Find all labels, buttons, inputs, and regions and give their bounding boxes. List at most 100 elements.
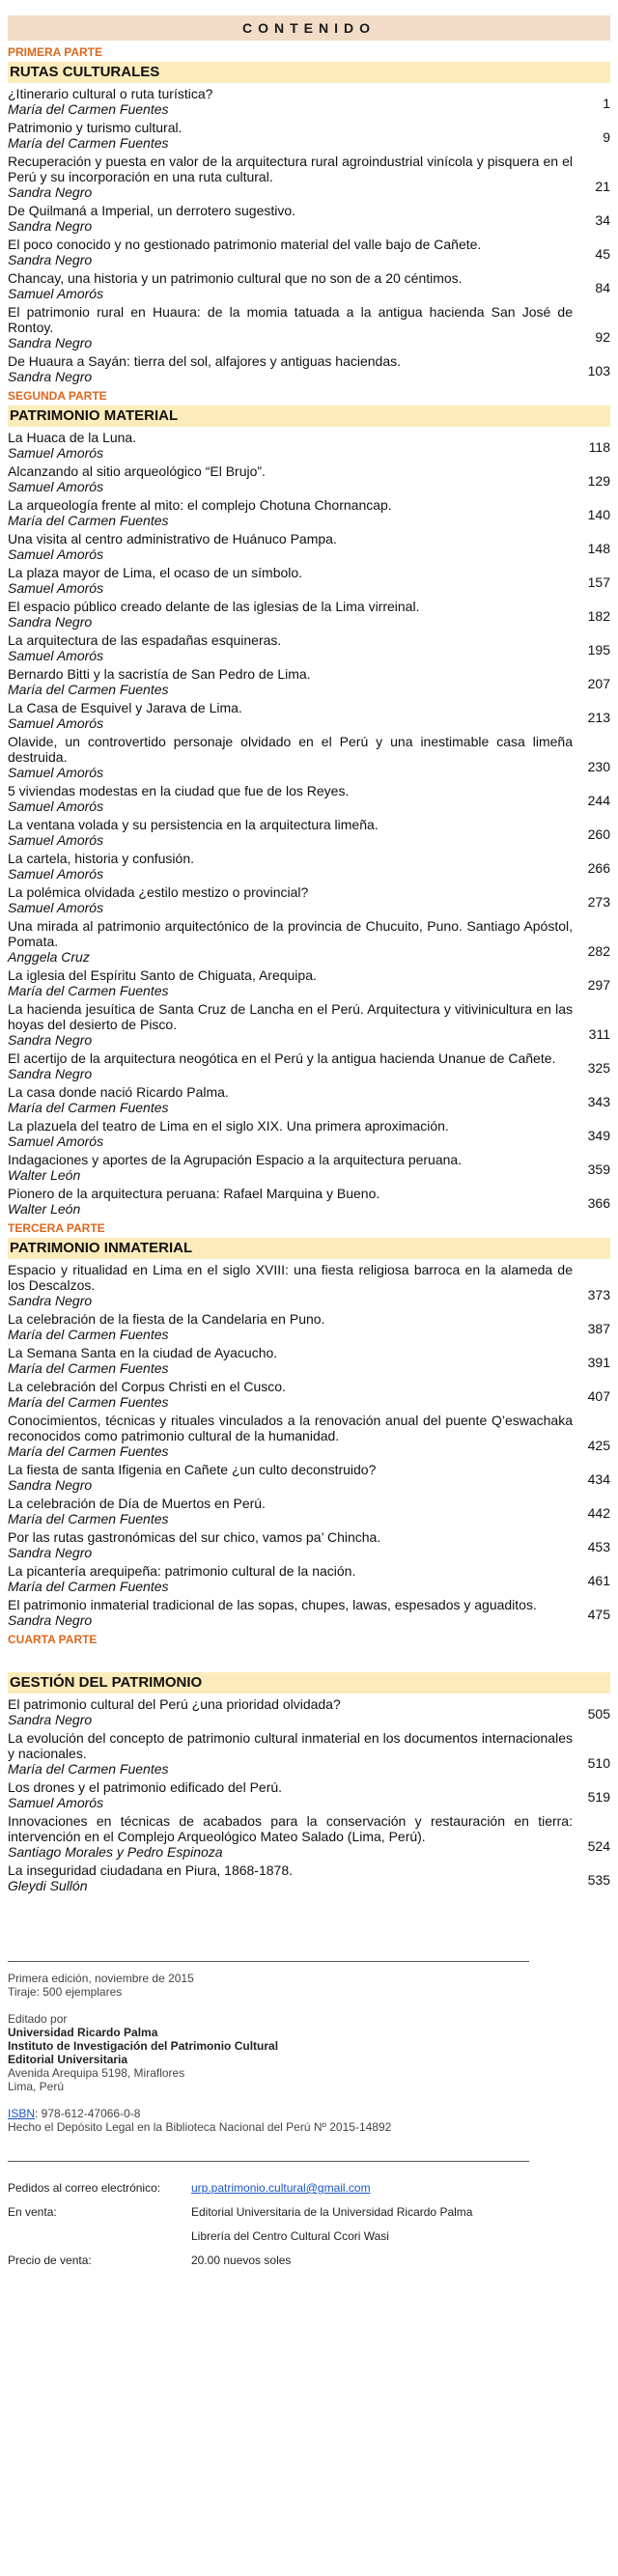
toc-entry[interactable]: El acertijo de la arquitectura neogótica… [8, 1050, 610, 1081]
entry-author: Samuel Amorós [8, 832, 104, 848]
entry-page-number: 349 [587, 1128, 610, 1143]
entry-page-number: 407 [587, 1388, 610, 1404]
toc-entry[interactable]: El patrimonio inmaterial tradicional de … [8, 1597, 610, 1628]
toc-entry[interactable]: La plaza mayor de Lima, el ocaso de un s… [8, 565, 610, 596]
toc-entry[interactable]: De Huaura a Sayán: tierra del sol, alfaj… [8, 353, 610, 384]
toc-entry[interactable]: El espacio público creado delante de las… [8, 599, 610, 630]
entry-page-number: 311 [588, 1026, 610, 1042]
toc-entry[interactable]: Bernardo Bitti y la sacristía de San Ped… [8, 666, 610, 697]
entry-page-number: 148 [587, 541, 610, 556]
toc-entry[interactable]: Los drones y el patrimonio edificado del… [8, 1779, 610, 1810]
entry-author: Samuel Amorós [8, 286, 104, 301]
toc-entry[interactable]: La Casa de Esquivel y Jarava de Lima.Sam… [8, 700, 610, 731]
entry-author: Sandra Negro [8, 614, 93, 630]
toc-entry[interactable]: La inseguridad ciudadana en Piura, 1868-… [8, 1862, 610, 1893]
toc-entry[interactable]: La arqueología frente al mito: el comple… [8, 497, 610, 528]
entry-list: ¿Itinerario cultural o ruta turística?Ma… [8, 86, 610, 384]
toc-entry[interactable]: La arquitectura de las espadañas esquine… [8, 632, 610, 663]
toc-entry[interactable]: La Semana Santa en la ciudad de Ayacucho… [8, 1345, 610, 1376]
entry-page-number: 359 [587, 1162, 610, 1177]
toc-entry[interactable]: Conocimientos, técnicas y rituales vincu… [8, 1413, 610, 1459]
entry-page-number: 1 [603, 96, 610, 111]
entry-title: Bernardo Bitti y la sacristía de San Ped… [8, 666, 311, 682]
toc-entry[interactable]: Chancay, una historia y un patrimonio cu… [8, 270, 610, 301]
toc-entry[interactable]: La fiesta de santa Ifigenia en Cañete ¿u… [8, 1462, 610, 1493]
contents-header: CONTENIDO [8, 15, 610, 41]
toc-entry[interactable]: 5 viviendas modestas en la ciudad que fu… [8, 783, 610, 814]
entry-author: Sandra Negro [8, 1545, 93, 1560]
toc-entry[interactable]: Una visita al centro administrativo de H… [8, 531, 610, 562]
entry-author: Walter León [8, 1201, 81, 1217]
isbn-link[interactable]: ISBN [8, 2107, 36, 2120]
toc-entry[interactable]: Recuperación y puesta en valor de la arq… [8, 154, 610, 200]
toc-entry[interactable]: Olavide, un controvertido personaje olvi… [8, 734, 610, 780]
toc-entry[interactable]: La celebración de Día de Muertos en Perú… [8, 1496, 610, 1526]
entry-title: De Quilmaná a Imperial, un derrotero sug… [8, 203, 296, 218]
entry-page-number: 34 [595, 212, 610, 228]
toc-entry[interactable]: Pionero de la arquitectura peruana: Rafa… [8, 1186, 610, 1217]
orders-label: Pedidos al correo electrónico: [8, 2181, 161, 2195]
entry-page-number: 45 [595, 246, 610, 262]
toc-entry[interactable]: Indagaciones y aportes de la Agrupación … [8, 1152, 610, 1183]
toc-entry[interactable]: La cartela, historia y confusión.Samuel … [8, 851, 610, 882]
toc-entry[interactable]: La polémica olvidada ¿estilo mestizo o p… [8, 884, 610, 915]
entry-author: Gleydi Sullón [8, 1878, 88, 1893]
entry-author: Sandra Negro [8, 1612, 93, 1628]
entry-title: Conocimientos, técnicas y rituales vincu… [8, 1413, 573, 1443]
toc-entry[interactable]: Alcanzando al sitio arqueológico “El Bru… [8, 463, 610, 494]
entry-author: María del Carmen Fuentes [8, 101, 169, 117]
toc-entry[interactable]: La picantería arequipeña: patrimonio cul… [8, 1563, 610, 1594]
toc-entry[interactable]: La plazuela del teatro de Lima en el sig… [8, 1118, 610, 1149]
toc-entry[interactable]: El patrimonio rural en Huaura: de la mom… [8, 304, 610, 350]
orders-email-link[interactable]: urp.patrimonio.cultural@gmail.com [191, 2181, 371, 2195]
entry-page-number: 230 [587, 759, 610, 774]
toc-entry[interactable]: Espacio y ritualidad en Lima en el siglo… [8, 1262, 610, 1308]
toc-entry[interactable]: La iglesia del Espíritu Santo de Chiguat… [8, 967, 610, 998]
entry-author: María del Carmen Fuentes [8, 1360, 169, 1376]
entry-page-number: 260 [587, 826, 610, 842]
publisher-university: Universidad Ricardo Palma [8, 2026, 158, 2039]
entry-title: Pionero de la arquitectura peruana: Rafa… [8, 1186, 380, 1201]
toc-entry[interactable]: La celebración de la fiesta de la Candel… [8, 1311, 610, 1342]
entry-author: Sandra Negro [8, 1032, 93, 1048]
section-heading: PATRIMONIO INMATERIAL [8, 1238, 610, 1259]
toc-entry[interactable]: El patrimonio cultural del Perú ¿una pri… [8, 1696, 610, 1727]
toc-entry[interactable]: La hacienda jesuítica de Santa Cruz de L… [8, 1001, 610, 1048]
entry-author: Sandra Negro [8, 1712, 93, 1727]
entry-author: María del Carmen Fuentes [8, 1394, 169, 1410]
toc-entry[interactable]: La celebración del Corpus Christi en el … [8, 1379, 610, 1410]
entry-title: Alcanzando al sitio arqueológico “El Bru… [8, 463, 266, 479]
entry-page-number: 273 [587, 894, 610, 910]
entry-page-number: 391 [587, 1355, 610, 1370]
entry-title: La plazuela del teatro de Lima en el sig… [8, 1118, 449, 1134]
entry-author: Samuel Amorós [8, 900, 104, 915]
toc-entry[interactable]: De Quilmaná a Imperial, un derrotero sug… [8, 203, 610, 234]
entry-author: María del Carmen Fuentes [8, 682, 169, 697]
entry-page-number: 505 [587, 1706, 610, 1722]
entry-title: La hacienda jesuítica de Santa Cruz de L… [8, 1001, 573, 1032]
sales-divider [8, 2161, 529, 2162]
colophon-divider [8, 1961, 529, 1962]
toc-entry[interactable]: Por las rutas gastronómicas del sur chic… [8, 1529, 610, 1560]
entry-page-number: 325 [587, 1060, 610, 1076]
entry-title: Chancay, una historia y un patrimonio cu… [8, 270, 463, 286]
entry-title: El patrimonio inmaterial tradicional de … [8, 1597, 537, 1612]
entry-author: Sandra Negro [8, 252, 93, 267]
part-label: CUARTA PARTE [8, 1633, 98, 1646]
toc-entry[interactable]: Patrimonio y turismo cultural.María del … [8, 120, 610, 151]
isbn-value: : 978-612-47066-0-8 [35, 2107, 141, 2120]
entry-author: María del Carmen Fuentes [8, 1579, 169, 1594]
toc-entry[interactable]: La casa donde nació Ricardo Palma.María … [8, 1084, 610, 1115]
entry-page-number: 366 [587, 1195, 610, 1211]
toc-entry[interactable]: La ventana volada y su persistencia en l… [8, 817, 610, 848]
toc-entry[interactable]: Innovaciones en técnicas de acabados par… [8, 1813, 610, 1860]
entry-title: El poco conocido y no gestionado patrimo… [8, 237, 482, 252]
toc-entry[interactable]: Una mirada al patrimonio arquitectónico … [8, 918, 610, 965]
toc-entry[interactable]: ¿Itinerario cultural o ruta turística?Ma… [8, 86, 610, 117]
toc-entry[interactable]: La evolución del concepto de patrimonio … [8, 1730, 610, 1777]
entry-author: Sandra Negro [8, 335, 93, 350]
toc-entry[interactable]: El poco conocido y no gestionado patrimo… [8, 237, 610, 267]
isbn-line: ISBN: 978-612-47066-0-8 [8, 2107, 610, 2120]
